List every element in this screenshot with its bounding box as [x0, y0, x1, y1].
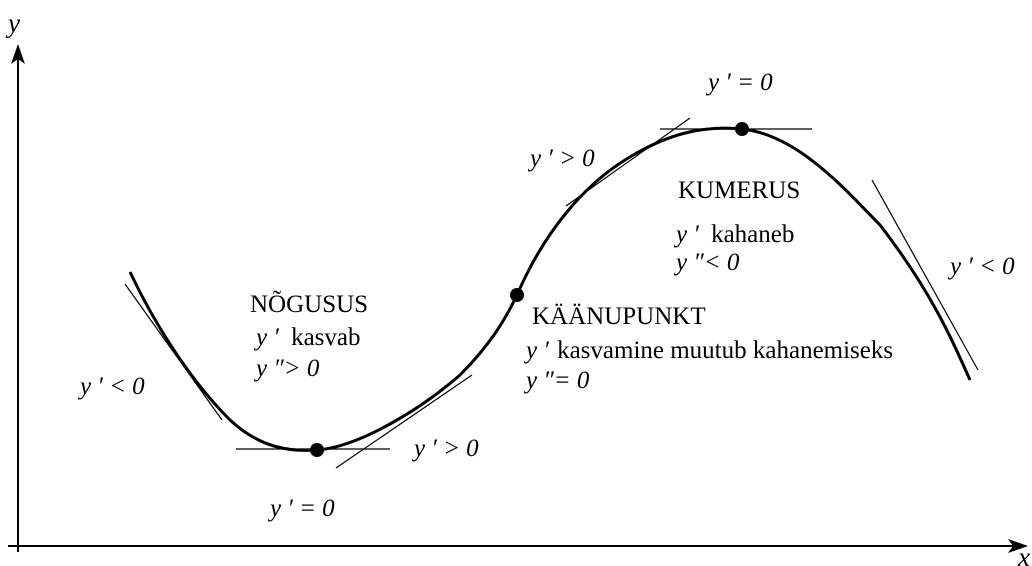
derivative-label-minimum: y ′ = 0: [267, 495, 335, 522]
derivative-label-right-decreasing: y ′ < 0: [947, 253, 1015, 280]
concave-down-line1: y ′ kahaneb: [673, 221, 794, 248]
derivative-label-maximum: y ′ = 0: [705, 69, 773, 96]
derivative-labels: y ′ < 0 y ′ = 0 y ′ > 0 y ′ > 0 y ′ = 0 …: [77, 69, 1015, 522]
y-axis-label: y: [5, 8, 20, 38]
concave-up-title: NÕGUSUS: [250, 290, 368, 318]
concave-down-title: KUMERUS: [678, 177, 800, 204]
concave-up-annotation: NÕGUSUS y ′ kasvab y ″> 0: [250, 290, 368, 382]
maximum-point: [735, 122, 749, 136]
inflection-annotation: KÄÄNUPUNKT y ′ kasvamine muutub kahanemi…: [523, 303, 893, 394]
function-curve: [128, 126, 972, 452]
derivative-label-left-decreasing: y ′ < 0: [77, 373, 145, 400]
minimum-point: [310, 443, 324, 457]
inflection-line2: y ″= 0: [523, 367, 590, 394]
concave-down-annotation: KUMERUS y ′ kahaneb y ″< 0: [673, 177, 800, 276]
inflection-title: KÄÄNUPUNKT: [532, 303, 706, 330]
x-axis-label: x: [1017, 542, 1030, 566]
tangent-right-of-minimum: [335, 374, 473, 469]
concave-up-line1: y ′ kasvab: [253, 324, 361, 351]
derivative-label-before-maximum: y ′ > 0: [527, 145, 595, 172]
inflection-point: [510, 288, 524, 302]
inflection-line1: y ′ kasvamine muutub kahanemiseks: [523, 337, 893, 364]
concave-up-line2: y ″> 0: [253, 355, 320, 382]
tangent-right-decreasing: [871, 179, 979, 371]
concave-down-line2: y ″< 0: [673, 249, 740, 276]
derivative-label-right-of-minimum: y ′ > 0: [411, 435, 479, 462]
